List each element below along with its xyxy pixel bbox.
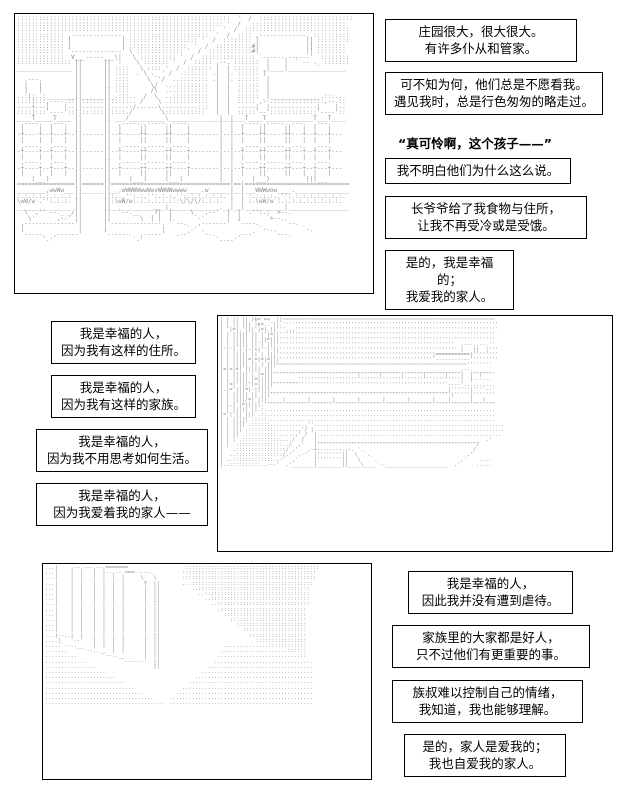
caption-box-uncle-emotions: 族叔难以控制自己的情绪， 我知道，我也能够理解。 <box>392 680 583 723</box>
manor-gate-ascii-panel: ::::::::::::::::::::::::::::::::::::::::… <box>14 13 374 294</box>
manor-gate-ascii-art: ::::::::::::::::::::::::::::::::::::::::… <box>17 15 353 244</box>
caption-box-happy-house: 我是幸福的人， 因为我有这样的住所。 <box>51 321 196 364</box>
caption-box-happy-love-family: 我是幸福的人， 因为我爱着我的家人—— <box>36 483 208 526</box>
manor-interior-ascii-panel: | | || || )k=`=+_ ||~~~~~~~~~~~~~~~~~~~~… <box>217 315 613 552</box>
caption-box-grandfather-gave: 长爷爷给了我食物与住所， 让我不再受冷或是受饿。 <box>385 196 587 239</box>
caption-box-happy-no-thinking: 我是幸福的人， 因为我不用思考如何生活。 <box>36 429 208 472</box>
caption-box-i-am-happy: 是的，我是幸福的； 我爱我的家人。 <box>385 250 514 310</box>
empty-room-ascii-panel: ...| ,--.---,--.======= ::::::::::::::::… <box>42 563 372 780</box>
manor-interior-ascii-art: | | || || )k=`=+_ ||~~~~~~~~~~~~~~~~~~~~… <box>220 317 505 468</box>
caption-box-manor-size: 庄园很大，很大很大。 有许多仆从和管家。 <box>385 19 577 62</box>
caption-box-dont-understand: 我不明白他们为什么这么说。 <box>385 158 571 184</box>
quote-line-poor-child: “真可怜啊，这个孩子——” <box>398 136 552 151</box>
caption-box-family-loves-me: 是的，家人是爱我的； 我也自爱我的家人。 <box>404 734 566 777</box>
caption-box-family-good-people: 家族里的大家都是好人， 只不过他们有更重要的事。 <box>392 625 590 668</box>
caption-box-servants-avoid: 可不知为何，他们总是不愿看我。 遇见我时，总是行色匆匆的略走过。 <box>385 72 603 115</box>
caption-box-happy-family: 我是幸福的人， 因为我有这样的家族。 <box>51 375 196 418</box>
caption-box-no-abuse: 我是幸福的人， 因此我并没有遭到虐待。 <box>408 571 573 614</box>
empty-room-ascii-art: ...| ,--.---,--.======= ::::::::::::::::… <box>45 565 320 707</box>
